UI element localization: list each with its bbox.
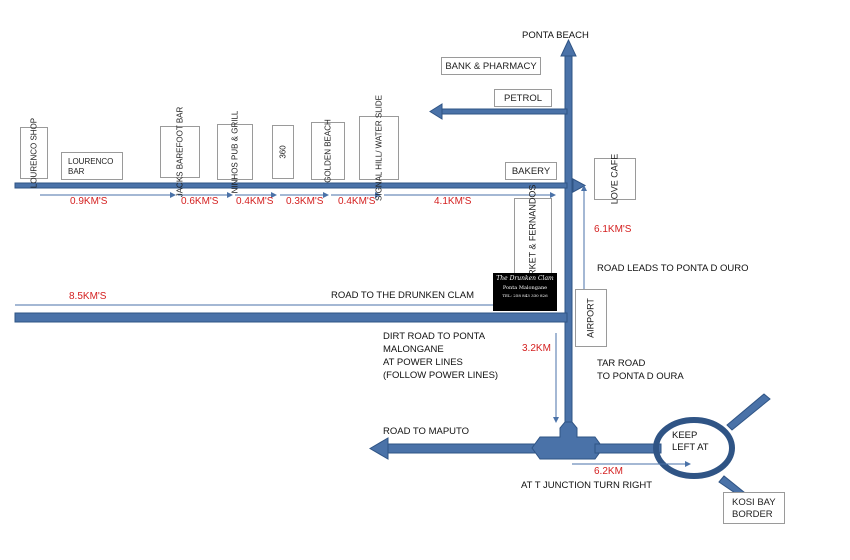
kosi-bay-box: KOSI BAY BORDER: [723, 492, 785, 524]
kosi-bay-label: KOSI BAY BORDER: [732, 497, 776, 520]
bakery-box: BAKERY: [505, 162, 557, 180]
petrol-label: PETROL: [503, 92, 542, 104]
market-box: MARKET & FERNANDOS: [514, 185, 552, 289]
ninhos-label: NINHOS PUB & GRILL: [230, 110, 240, 194]
p360-label: 360: [278, 145, 288, 159]
distance-10: 6.2KM: [594, 466, 623, 477]
beach-road: [14, 182, 568, 189]
distance-3: 0.4KM'S: [236, 196, 274, 207]
roundabout: [653, 417, 735, 479]
signal-hill-label: SIGNAL HILL/ WATER SLIDE: [374, 95, 384, 201]
golden-beach-box: GOLDEN BEACH: [311, 119, 345, 183]
tar-road-label: TAR ROAD TO PONTA D OURA: [597, 358, 684, 382]
airport-label: AIRPORT: [585, 298, 596, 338]
logo-sub: Ponta Malongane: [502, 285, 548, 291]
road-maputo-label: ROAD TO MAPUTO: [383, 426, 470, 437]
distance-5: 0.4KM'S: [338, 196, 376, 207]
airport-box: AIRPORT: [575, 289, 607, 347]
t-junction-label: AT T JUNCTION TURN RIGHT: [521, 480, 653, 491]
ponta-beach-label: PONTA BEACH: [522, 30, 589, 41]
distance-9: 3.2KM: [522, 343, 551, 354]
signal-hill-box: SIGNAL HILL/ WATER SLIDE: [359, 95, 399, 201]
keep-left-label: KEEP LEFT AT: [672, 430, 709, 453]
kosi-road: [594, 443, 662, 454]
lourenco-shop-label: LOURENCO SHOP: [29, 117, 39, 189]
jacks-box: JACKS BAREFOOT BAR: [160, 107, 200, 197]
t-junction: [531, 421, 604, 460]
bank-pharmacy-box: BANK & PHARMACY: [441, 57, 541, 75]
distance-7: 6.1KM'S: [594, 224, 632, 235]
bank-pharmacy-label: BANK & PHARMACY: [445, 60, 537, 72]
petrol-box: PETROL: [494, 89, 552, 107]
lourenco-shop-box: LOURENCO SHOP: [20, 118, 48, 188]
drunken-clam-road: [14, 312, 568, 323]
distance-2: 0.6KM'S: [181, 196, 219, 207]
lourenco-bar-label: LOURENCO BAR: [68, 157, 114, 176]
drunken-clam-logo: The Drunken Clam Ponta Malongane TEL: 25…: [493, 273, 557, 311]
distance-1: 0.9KM'S: [70, 196, 108, 207]
logo-tel: TEL: 258 843 330 826: [502, 293, 548, 298]
bakery-label: BAKERY: [511, 165, 551, 177]
distance-6: 4.1KM'S: [434, 196, 472, 207]
lourenco-bar-box: LOURENCO BAR: [61, 152, 123, 180]
ponta-beach-arrow: [560, 38, 577, 57]
road-leads-label: ROAD LEADS TO PONTA D OURO: [597, 263, 749, 274]
love-cafe-label: LOVE CAFE: [609, 153, 620, 205]
maputo-road: [384, 443, 541, 454]
golden-beach-label: GOLDEN BEACH: [323, 119, 333, 183]
dirt-road-label: DIRT ROAD TO PONTA MALONGANE AT POWER LI…: [383, 331, 499, 381]
jacks-label: JACKS BAREFOOT BAR: [175, 106, 185, 198]
ninhos-box: NINHOS PUB & GRILL: [217, 111, 253, 193]
petrol-road: [439, 108, 568, 115]
p360-box: 360: [272, 125, 294, 179]
love-cafe-box: LOVE CAFE: [594, 154, 636, 204]
logo-name: The Drunken Clam: [496, 275, 554, 282]
drunken-clam-label: ROAD TO THE DRUNKEN CLAM: [331, 290, 475, 301]
distance-8: 8.5KM'S: [69, 291, 107, 302]
distance-4: 0.3KM'S: [286, 196, 324, 207]
